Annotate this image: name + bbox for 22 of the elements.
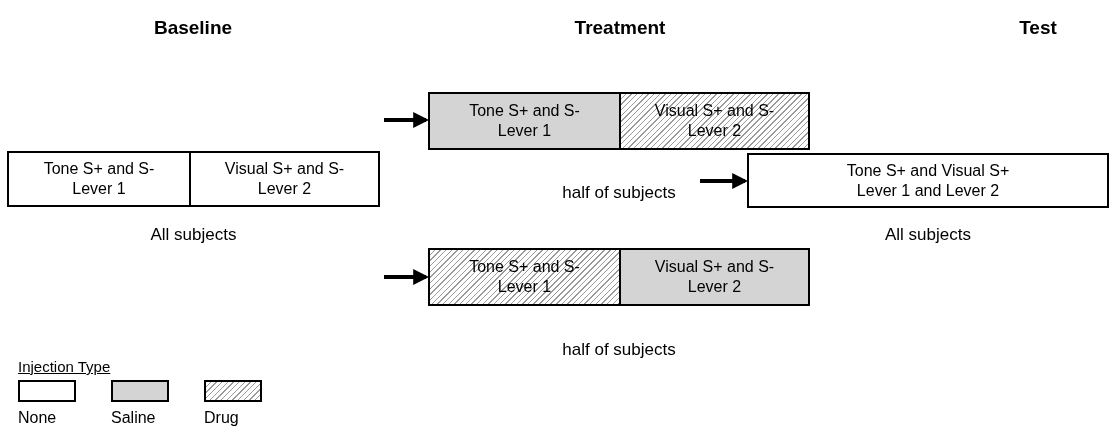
group-caption: All subjects (149, 224, 238, 246)
column-heading: Test (1018, 16, 1058, 40)
session-box (428, 248, 810, 306)
legend-title: Injection Type (18, 357, 111, 377)
session-box (7, 151, 380, 207)
arrow (384, 269, 430, 285)
condition-box: Tone S+ and S- Lever 1 (430, 250, 621, 304)
group-caption: All subjects (884, 224, 972, 246)
arrow (700, 173, 749, 189)
column-heading: Baseline (152, 16, 234, 40)
group-caption: half of subjects (561, 182, 677, 204)
legend-label: Saline (111, 408, 156, 428)
condition-box: Visual S+ and S- Lever 2 (621, 250, 808, 304)
condition-box: Tone S+ and S- Lever 1 (430, 94, 621, 148)
condition-box: Visual S+ and S- Lever 2 (621, 94, 808, 148)
condition-box: Tone S+ and Visual S+ Lever 1 and Lever 2 (747, 153, 1109, 208)
arrow (384, 112, 430, 128)
group-caption: half of subjects (561, 339, 677, 361)
legend-label: Drug (204, 408, 239, 428)
legend-label: None (18, 408, 57, 428)
session-box (428, 92, 810, 150)
column-heading: Treatment (573, 16, 667, 40)
